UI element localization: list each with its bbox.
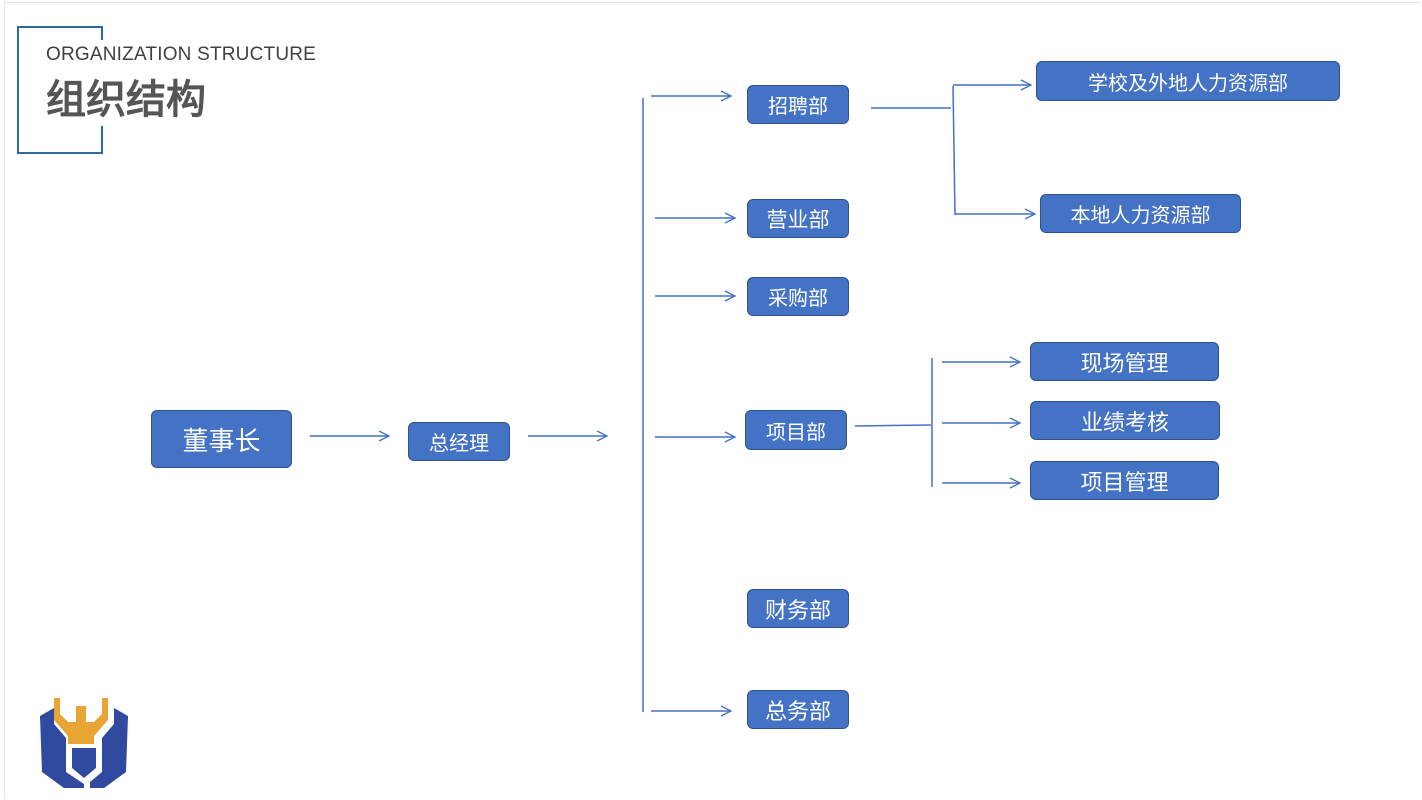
- shield-center-icon: [72, 748, 96, 778]
- wrench-gold-icon: [54, 698, 108, 744]
- node-sales-dept[interactable]: 营业部: [747, 199, 849, 238]
- node-project-management[interactable]: 项目管理: [1030, 461, 1219, 500]
- shield-left-icon: [40, 708, 84, 788]
- title-frame-edge-top: [101, 26, 103, 40]
- node-local-hr[interactable]: 本地人力资源部: [1040, 194, 1241, 233]
- node-performance-review[interactable]: 业绩考核: [1030, 401, 1220, 440]
- page-title: 组织结构: [46, 74, 212, 126]
- page-subtitle: ORGANIZATION STRUCTURE: [46, 44, 321, 66]
- shield-right-icon: [90, 708, 128, 788]
- node-purchasing-dept[interactable]: 采购部: [747, 277, 849, 316]
- node-general-affairs-dept[interactable]: 总务部: [747, 690, 849, 729]
- wrench-shield-logo: [40, 698, 128, 788]
- recruit-branch-line: [952, 85, 956, 216]
- node-recruitment-dept[interactable]: 招聘部: [747, 85, 849, 124]
- node-chairman[interactable]: 董事长: [151, 410, 292, 468]
- slide-canvas: [4, 2, 1420, 798]
- node-project-dept[interactable]: 项目部: [745, 410, 847, 450]
- node-school-external-hr[interactable]: 学校及外地人力资源部: [1036, 61, 1340, 101]
- node-site-management[interactable]: 现场管理: [1030, 342, 1219, 381]
- title-frame-edge-bottom: [101, 122, 103, 154]
- node-finance-dept[interactable]: 财务部: [747, 589, 849, 628]
- node-general-manager[interactable]: 总经理: [408, 422, 510, 461]
- project-stub-line: [854, 424, 932, 427]
- title-frame: [17, 26, 103, 154]
